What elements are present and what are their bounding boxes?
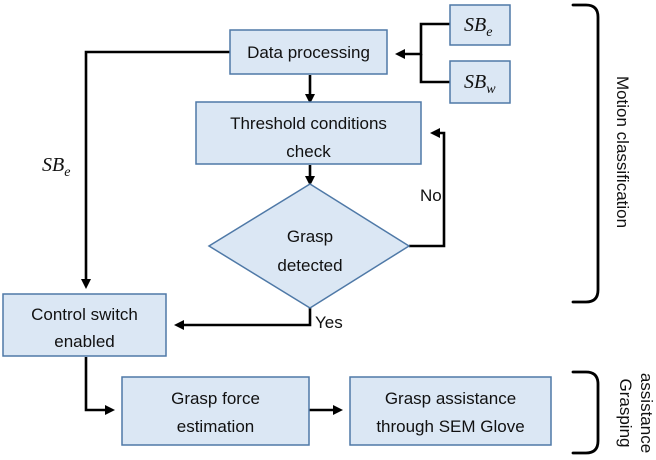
motion-classification-label: Motion classification	[613, 76, 632, 228]
data-processing-node: Data processing	[229, 29, 388, 75]
grasp-force-label-line2: estimation	[177, 417, 254, 436]
no-label: No	[420, 186, 442, 205]
grasp-assistance-label-line1: Grasp assistance	[385, 389, 516, 408]
sbw-input-label: SBw	[464, 71, 496, 97]
grasping-assistance-label-line2: assistance	[637, 373, 656, 453]
edge-no-loop-to-threshold	[409, 128, 446, 248]
left-edge-sbe-label: SBe	[42, 154, 70, 180]
grasp-assistance-node: Grasp assistance through SEM Glove	[349, 376, 552, 446]
grasp-detected-label-line2: detected	[277, 256, 342, 275]
grasp-detected-node: Grasp detected	[207, 183, 411, 309]
grasp-assistance-label-line2: through SEM Glove	[376, 417, 524, 436]
edge-yes-to-control-switch	[174, 308, 312, 330]
grasping-assistance-label-line1: Grasping	[616, 379, 635, 448]
edge-sbw-input-to-data-processing	[419, 54, 450, 84]
sbe-input-label: SBe	[464, 14, 492, 40]
sbe-input-box	[449, 4, 511, 46]
data-processing-box	[229, 29, 388, 75]
threshold-check-label-line1: Threshold conditions	[230, 114, 387, 133]
data-processing-label: Data processing	[247, 43, 370, 62]
edges	[81, 22, 450, 415]
yes-label: Yes	[315, 313, 343, 332]
grasping-assistance-brace	[571, 370, 600, 455]
grasp-detected-diamond	[207, 183, 411, 309]
edge-sbe-input-to-data-processing	[395, 22, 450, 59]
sbw-input-node: SBw	[449, 60, 511, 104]
grasp-force-node: Grasp force estimation	[121, 376, 310, 446]
control-switch-label-line2: enabled	[54, 332, 115, 351]
threshold-check-node: Threshold conditions check	[195, 101, 422, 165]
control-switch-label-line1: Control switch	[31, 305, 138, 324]
threshold-check-box	[195, 101, 422, 165]
grasp-force-box	[121, 376, 310, 446]
grasp-detected-label-line1: Grasp	[287, 227, 333, 246]
grasp-force-label-line1: Grasp force	[171, 389, 260, 408]
sbw-input-box	[449, 60, 511, 104]
edge-left-sbe-to-control-switch	[81, 50, 230, 289]
control-switch-box	[2, 293, 167, 357]
grasp-assistance-box	[349, 376, 552, 446]
sbe-input-node: SBe	[449, 4, 511, 46]
threshold-check-label-line2: check	[286, 142, 331, 161]
control-switch-node: Control switch enabled	[2, 293, 167, 357]
motion-classification-brace	[571, 3, 600, 304]
edge-control-switch-to-grasp-force	[84, 357, 115, 415]
